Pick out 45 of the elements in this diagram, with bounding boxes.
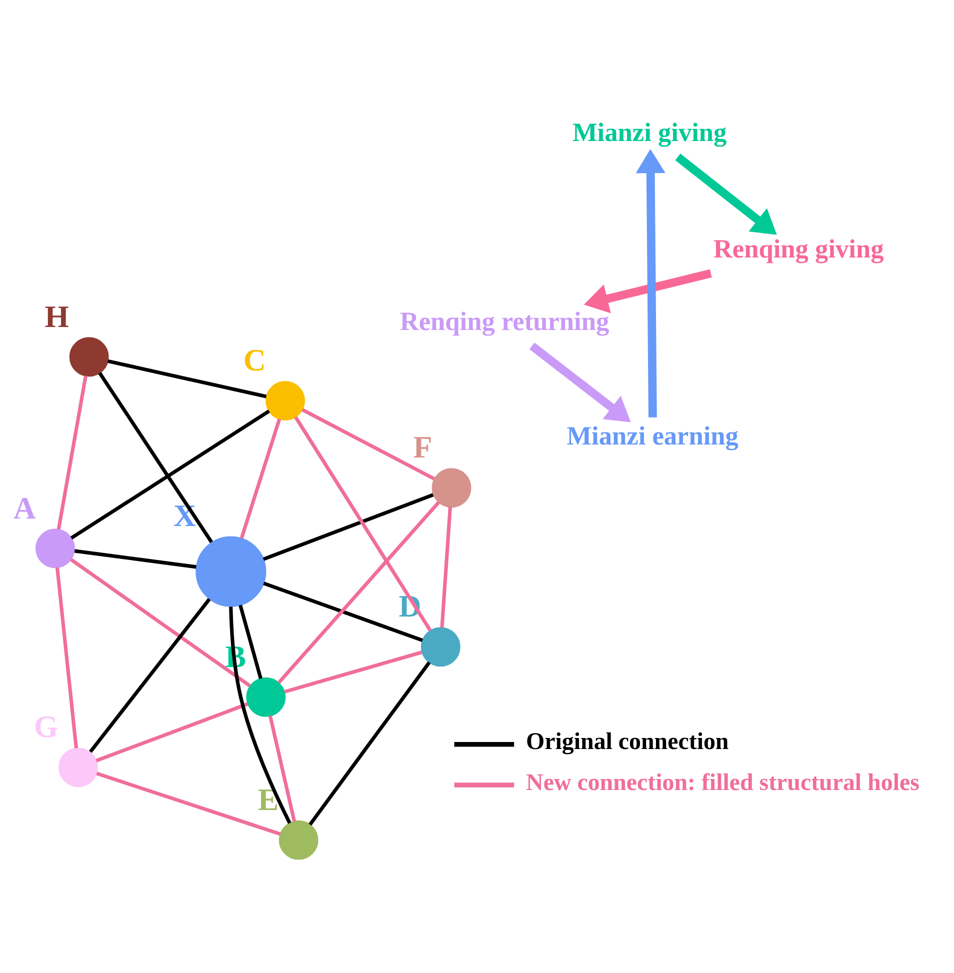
arrow (529, 342, 631, 422)
arrow (636, 148, 666, 418)
arrow (584, 269, 712, 314)
node-label: F (413, 430, 432, 465)
connector (262, 493, 434, 561)
node-text: Mianzi giving (572, 118, 727, 147)
connector (302, 408, 436, 480)
connector (284, 650, 422, 694)
connector (268, 715, 296, 822)
legend-label: New connection: filled structural holes (526, 770, 920, 796)
connector (229, 606, 292, 824)
legend-label: Original connection (526, 729, 729, 756)
node-circle (432, 468, 472, 508)
connector (238, 604, 262, 680)
node-circle (420, 627, 460, 667)
connector (74, 549, 196, 569)
node-circle (35, 528, 75, 568)
node-circle (278, 820, 318, 860)
node-circle (196, 536, 266, 607)
connector (70, 558, 251, 688)
connector (108, 359, 267, 398)
node-circle (58, 748, 98, 788)
node-label: H (44, 298, 70, 334)
node-text: Renqing giving (713, 234, 884, 264)
connector (440, 506, 452, 628)
connector (96, 702, 248, 762)
node-text: Mianzi earning (566, 422, 738, 451)
connector (55, 567, 78, 748)
connector (56, 376, 88, 530)
node-circle (69, 337, 109, 377)
connector (240, 418, 282, 539)
node-label: A (13, 490, 36, 526)
node-circle (266, 380, 305, 420)
connector (294, 416, 432, 632)
node-circle (246, 677, 286, 717)
connector (308, 661, 431, 826)
connector (98, 372, 213, 544)
connector (88, 598, 211, 753)
node-label: C (243, 342, 266, 378)
connector (277, 501, 440, 684)
connector (70, 410, 270, 540)
connector (263, 582, 423, 642)
connector (96, 772, 281, 836)
node-text: Renqing returning (400, 306, 610, 336)
arrow (675, 154, 777, 235)
